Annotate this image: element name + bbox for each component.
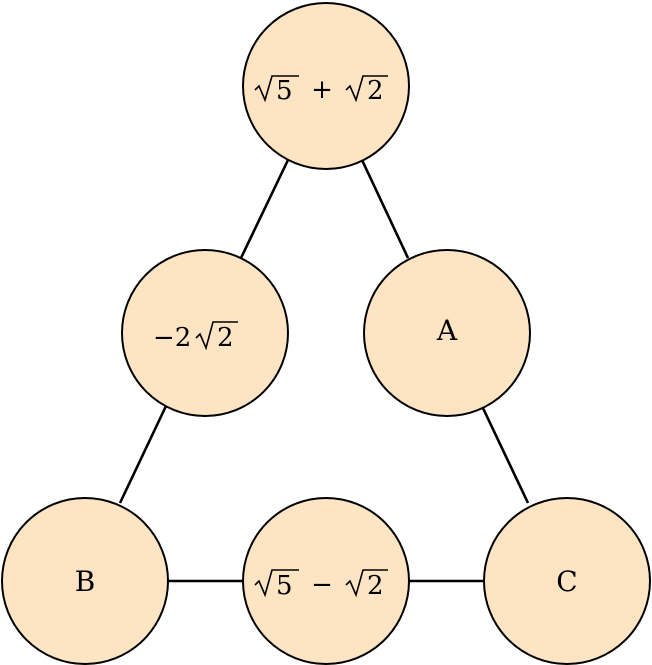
- edge-left-mid-to-bottom-left: [118, 405, 168, 504]
- edge-top-to-right-mid: [360, 159, 410, 259]
- node-right-mid: A: [363, 249, 531, 417]
- radical-sign: [254, 569, 299, 598]
- node-bottom-mid: 5 − 2: [242, 497, 410, 665]
- edge-right-mid-to-bottom-right: [480, 405, 530, 504]
- node-top-radicand-b: 2: [367, 76, 384, 106]
- node-top-operator: +: [311, 75, 333, 105]
- node-bottom-left: B: [1, 497, 169, 665]
- node-bottom-right-label: C: [556, 565, 577, 598]
- edges: [118, 159, 530, 583]
- node-left-mid-radicand: 2: [217, 323, 234, 353]
- node-bottom-mid-operator: −: [311, 570, 333, 600]
- node-right-mid-label: A: [436, 314, 458, 347]
- node-top: 5 + 2: [242, 2, 410, 170]
- node-bottom-left-label: B: [75, 565, 96, 598]
- radical-sign: [345, 75, 388, 103]
- node-left-mid-coefficient: −2: [153, 323, 191, 353]
- edge-top-to-left-mid: [239, 159, 290, 259]
- radical-sign: [195, 321, 238, 351]
- node-bottom-mid-radicand-b: 2: [367, 571, 384, 601]
- node-top-radicand-a: 5: [276, 76, 293, 106]
- node-left-mid: −2 2: [121, 249, 289, 417]
- radical-sign: [254, 75, 299, 103]
- radical-sign: [345, 569, 388, 598]
- node-bottom-mid-radicand-a: 5: [276, 571, 293, 601]
- node-bottom-right: C: [483, 497, 651, 665]
